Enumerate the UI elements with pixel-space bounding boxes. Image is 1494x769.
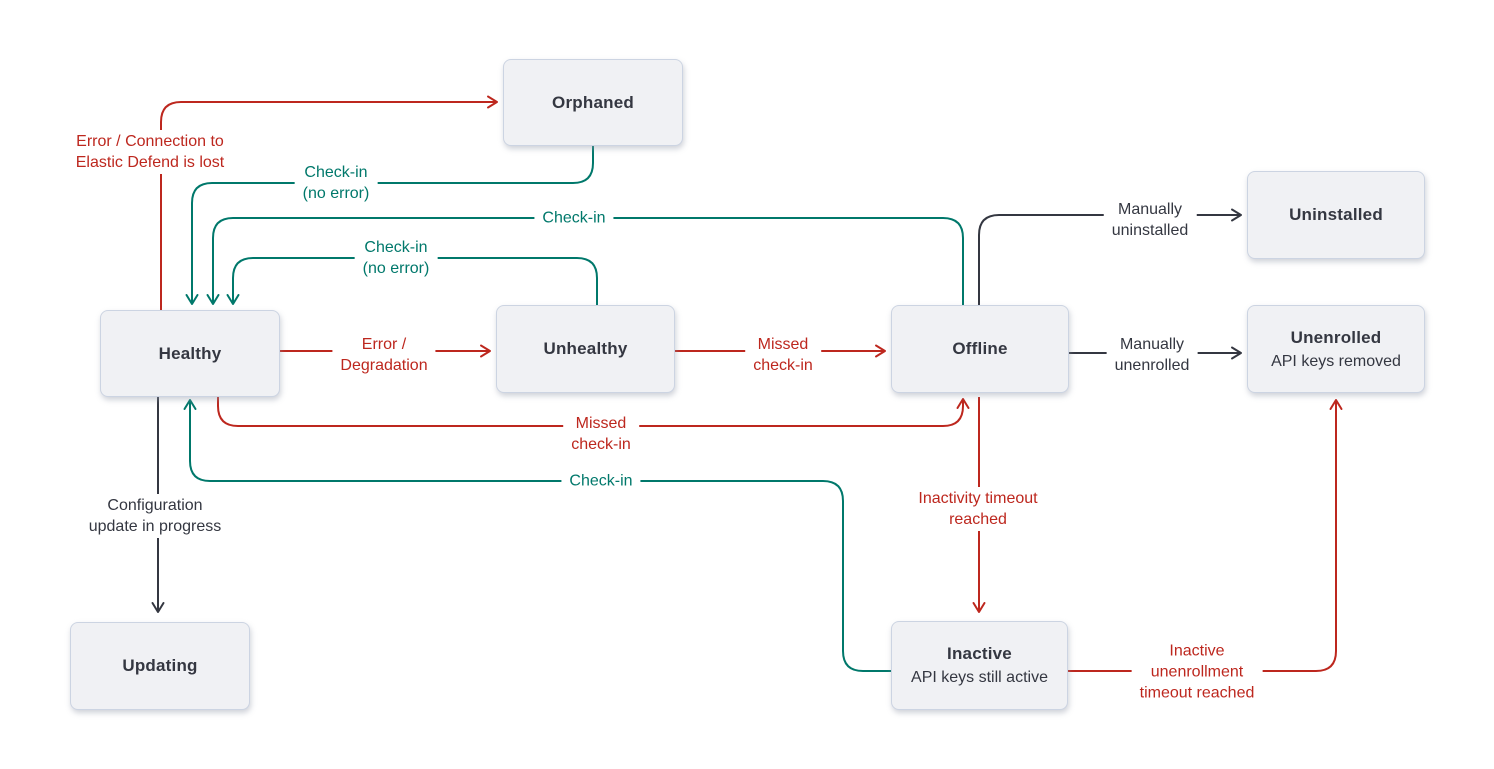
edge-label-line: Error / [361,336,407,353]
edge-label-line: unenrolled [1114,357,1190,374]
edge-offline-to-uninstalled [978,208,1242,305]
edge-label-line: Inactivity timeout [918,490,1038,507]
edge-label-line: Manually [1117,201,1183,218]
edge-label-line: timeout reached [1139,684,1255,702]
edge-label-offline-to-unenrolled: Manually unenrolled [1106,333,1198,377]
node-title: Inactive [947,644,1012,663]
edge-label-line: Degradation [340,357,428,374]
edge-label-line: check-in [753,357,813,374]
node-title: Offline [952,339,1008,358]
node-healthy: Healthy [100,310,280,397]
edge-label-offline-to-inactive: Inactivity timeout reached [910,487,1046,531]
edge-label-healthy-to-unhealthy: Error / Degradation [332,333,436,377]
edge-label-line: update in progress [88,518,222,535]
edge-label-healthy-to-updating: Configuration update in progress [80,494,230,538]
edge-label-inactive-to-unenrolled: Inactive unenrollment timeout reached [1131,639,1263,705]
edge-orphaned-to-healthy [185,146,594,305]
node-unhealthy: Unhealthy [496,305,675,393]
node-title: Healthy [158,343,222,363]
node-title: Uninstalled [1289,205,1383,224]
edge-label-line: Check-in [364,239,428,256]
edge-label-line: Error / Connection to [76,133,224,150]
edge-label-line: Check-in [304,164,368,181]
edge-offline-to-healthy [206,217,964,305]
edge-healthy-to-orphaned [160,95,498,310]
edge-label-line: Missed [757,336,809,353]
edge-label-line: check-in [571,436,631,453]
edge-label-healthy-to-orphaned: Error / Connection to Elastic Defend is l… [67,130,233,174]
edge-label-offline-to-healthy: Check-in [534,206,614,230]
edge-label-inactive-to-healthy: Check-in [561,469,641,493]
node-title: Orphaned [552,92,634,112]
edge-label-line: Inactive [1169,642,1225,660]
node-title: Unenrolled [1290,327,1382,347]
edge-label-line: Check-in [569,472,633,490]
edge-label-line: Check-in [542,209,606,227]
edge-label-line: Configuration [107,497,203,514]
node-uninstalled: Uninstalled [1247,171,1425,259]
node-offline: Offline [891,305,1069,393]
edge-label-healthy-to-offline: Missed check-in [563,412,639,456]
edge-inactive-to-healthy [183,399,891,672]
edge-label-unhealthy-to-offline: Missed check-in [745,333,821,377]
edge-label-line: Missed [575,415,627,432]
node-title: Unhealthy [543,339,628,358]
edge-label-line: Manually [1119,336,1185,353]
edge-label-line: reached [949,511,1007,528]
edge-label-unhealthy-to-healthy: Check-in (no error) [354,236,438,280]
node-title: Updating [122,656,198,675]
edge-label-line: (no error) [362,260,430,277]
edge-label-line: Elastic Defend is lost [75,154,225,171]
edge-label-line: unenrollment [1150,663,1244,681]
edge-inactive-to-unenrolled [1068,399,1343,672]
node-updating: Updating [70,622,250,710]
edge-label-offline-to-uninstalled: Manually uninstalled [1103,198,1197,242]
node-orphaned: Orphaned [503,59,683,146]
edge-label-line: (no error) [302,185,370,202]
node-subtitle: API keys removed [1271,352,1401,370]
node-subtitle: API keys still active [911,669,1048,686]
edge-label-orphaned-to-healthy: Check-in (no error) [294,161,378,205]
edge-label-line: uninstalled [1111,222,1189,239]
